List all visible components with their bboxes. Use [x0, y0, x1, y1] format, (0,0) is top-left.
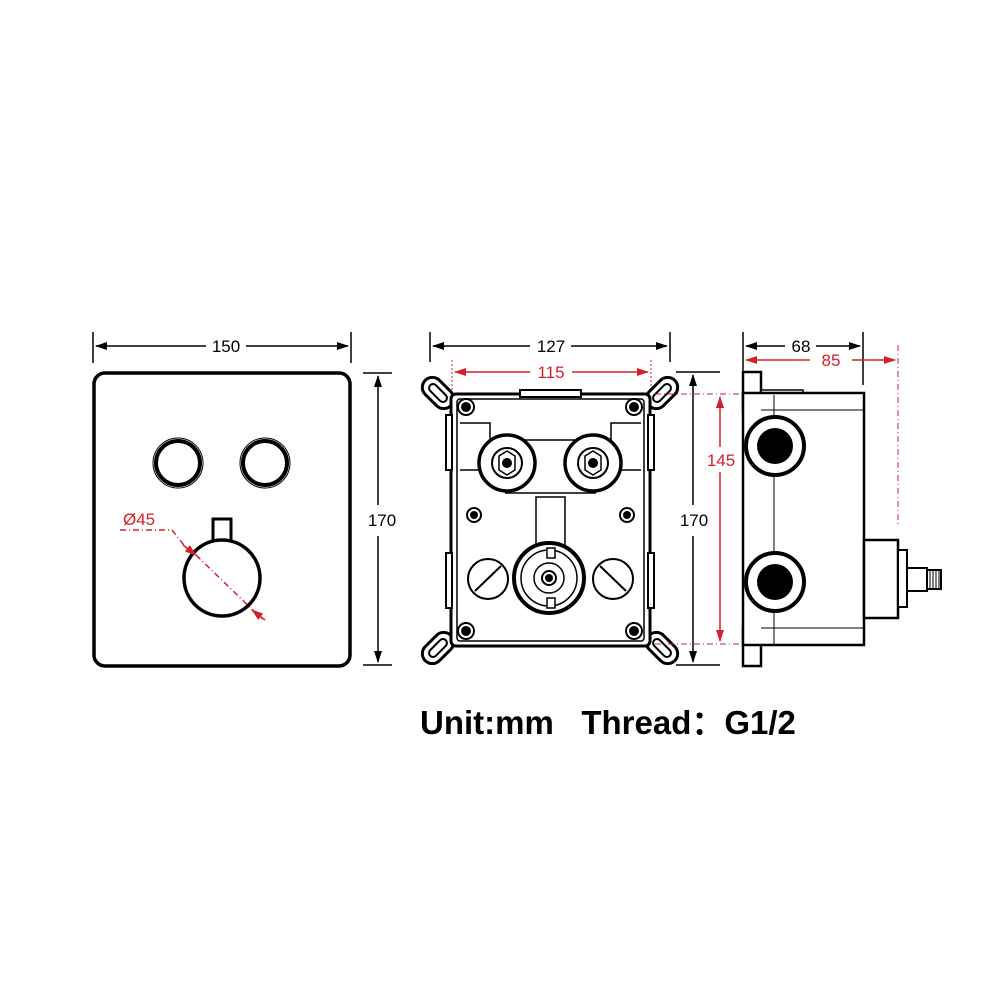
box-outer-height-label: 170 [680, 511, 708, 530]
valve-cartridge [512, 541, 586, 615]
knob-indicator [211, 517, 233, 543]
unit-label: Unit:mm [420, 704, 554, 741]
push-button-left [154, 439, 202, 487]
upper-ports [477, 433, 623, 493]
stop-plugs [467, 558, 634, 600]
panel-width-label: 150 [212, 337, 240, 356]
knob-diameter-label: Ø45 [123, 510, 155, 529]
thermostat-knob [182, 538, 262, 618]
panel-height-label: 170 [368, 511, 396, 530]
side-depth-label: 68 [792, 337, 811, 356]
box-inner-height-label: 145 [707, 451, 735, 470]
box-outer-width-label: 127 [537, 337, 565, 356]
front-panel-view: 150 Ø45 170 [92, 332, 396, 668]
thread-label: Thread：G1/2 [581, 704, 796, 741]
caption: Unit:mm Thread：G1/2 [420, 696, 796, 744]
side-view: 68 85 [741, 332, 942, 668]
box-inner-width-label: 115 [537, 363, 564, 382]
side-overall-depth-label: 85 [822, 351, 841, 370]
mounting-box-view: 127 115 [420, 332, 745, 666]
push-button-right [241, 439, 289, 487]
